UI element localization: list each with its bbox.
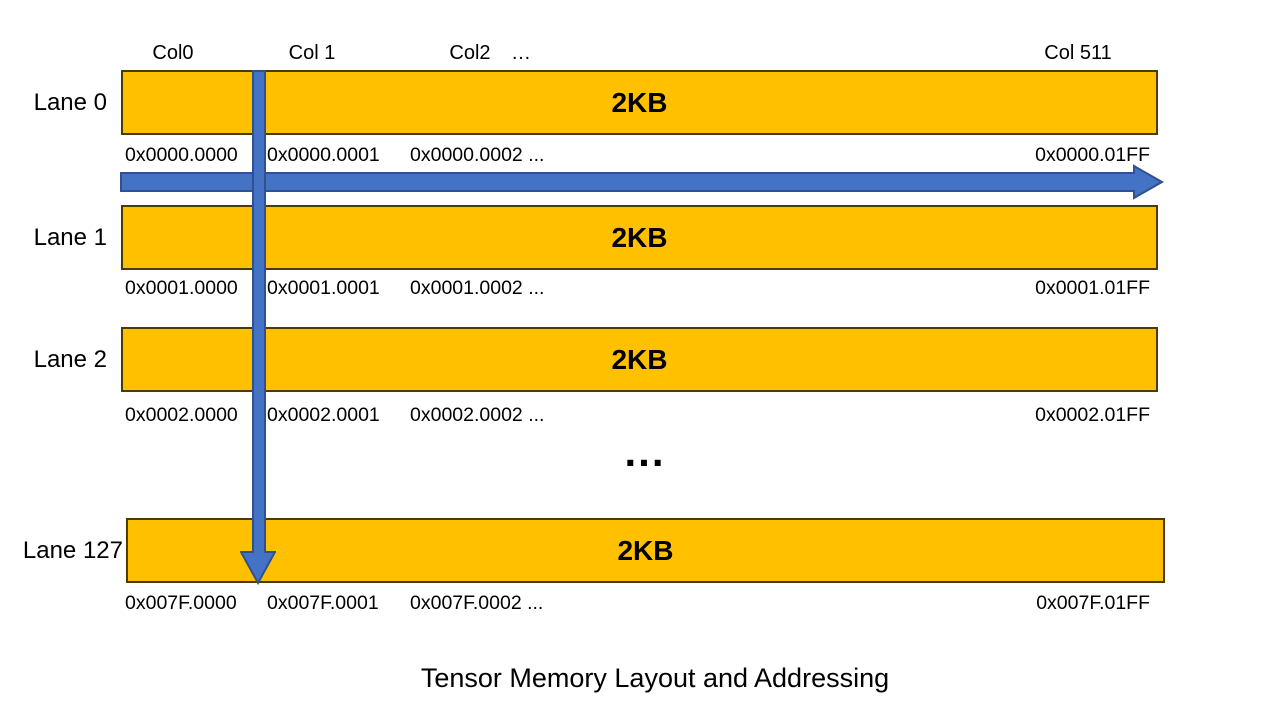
- address-label: 0x007F.0001: [267, 592, 379, 614]
- memory-bar: 2KB: [121, 327, 1158, 392]
- memory-bar: 2KB: [121, 70, 1158, 135]
- address-label: 0x0001.0002 ...: [410, 277, 545, 299]
- address-label: 0x0002.0001: [267, 404, 380, 426]
- address-label: 0x0001.0000: [125, 277, 238, 299]
- column-header-ellipsis: …: [511, 42, 531, 64]
- address-label: 0x0000.0001: [267, 144, 380, 166]
- bar-size-label: 2KB: [617, 534, 674, 566]
- address-label: 0x0001.01FF: [1035, 277, 1150, 299]
- lane-label: Lane 0: [33, 88, 107, 116]
- bar-size-label: 2KB: [611, 221, 668, 253]
- address-label: 0x007F.0002 ...: [410, 592, 544, 614]
- column-header: Col0: [152, 42, 194, 64]
- bar-size-label: 2KB: [611, 343, 668, 375]
- horizontal-right-arrow: [120, 164, 1165, 200]
- address-label: 0x0002.0000: [125, 404, 238, 426]
- lane-label: Lane 2: [33, 345, 107, 373]
- diagram-title: Tensor Memory Layout and Addressing: [420, 663, 890, 693]
- address-label: 0x0002.01FF: [1035, 404, 1150, 426]
- column-header: Col 1: [288, 42, 336, 64]
- address-label: 0x0000.0002 ...: [410, 144, 545, 166]
- vertical-down-arrow: [240, 70, 276, 586]
- address-label: 0x007F.0000: [125, 592, 237, 614]
- address-label: 0x0000.0000: [125, 144, 238, 166]
- address-label: 0x007F.01FF: [1036, 592, 1150, 614]
- memory-bar: 2KB: [121, 205, 1158, 270]
- column-header: Col 511: [1044, 42, 1112, 64]
- column-header: Col2: [449, 42, 491, 64]
- memory-bar: 2KB: [126, 518, 1165, 583]
- lanes-ellipsis: ...: [624, 428, 666, 475]
- address-label: 0x0001.0001: [267, 277, 380, 299]
- address-label: 0x0002.0002 ...: [410, 404, 545, 426]
- lane-label: Lane 1: [33, 223, 107, 251]
- lane-label: Lane 127: [22, 536, 123, 564]
- bar-size-label: 2KB: [611, 86, 668, 118]
- address-label: 0x0000.01FF: [1035, 144, 1150, 166]
